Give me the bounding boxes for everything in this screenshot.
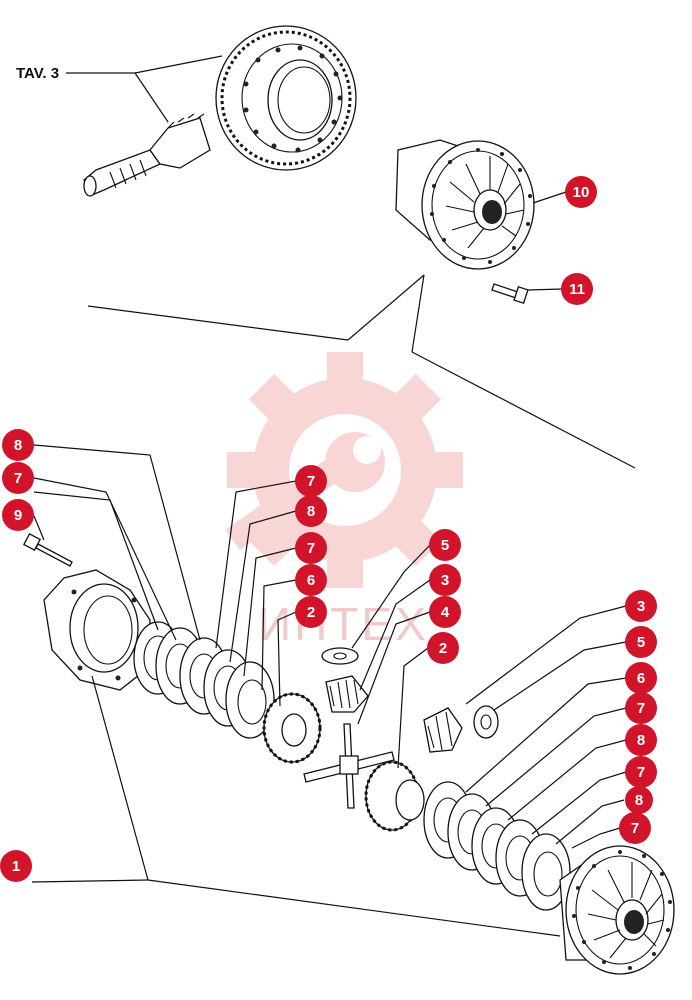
callout-2-center: 2 <box>295 596 327 628</box>
reference-label: TAV. 3 <box>16 65 59 82</box>
right-half-case <box>559 845 675 975</box>
callout-5-right: 5 <box>625 626 657 658</box>
callout-4: 4 <box>429 596 461 628</box>
svg-text:5: 5 <box>637 634 645 651</box>
callout-7-left: 7 <box>2 462 34 494</box>
reference-leader-lines <box>66 55 223 123</box>
callout-8-right-b: 8 <box>625 786 653 814</box>
svg-text:3: 3 <box>441 572 449 589</box>
callout-6-center: 6 <box>295 564 327 596</box>
callout-8-right-a: 8 <box>625 724 657 756</box>
svg-text:7: 7 <box>14 470 22 487</box>
right-side-gear <box>364 760 425 832</box>
right-disc-stack <box>423 781 571 911</box>
left-side-gear <box>262 692 322 764</box>
callout-2-right: 2 <box>427 632 459 664</box>
callout-7-center-a: 7 <box>295 465 327 497</box>
svg-text:7: 7 <box>307 540 315 557</box>
callout-8-left: 8 <box>2 429 34 461</box>
svg-text:6: 6 <box>307 572 315 589</box>
svg-text:8: 8 <box>307 503 315 520</box>
callout-8-center: 8 <box>295 495 327 527</box>
svg-text:10: 10 <box>573 184 590 201</box>
svg-text:8: 8 <box>635 792 643 809</box>
svg-text:7: 7 <box>631 820 639 837</box>
callout-7-right-c: 7 <box>619 812 651 844</box>
bolt-11 <box>491 283 529 305</box>
left-disc-stack <box>133 621 275 739</box>
callout-1: 1 <box>0 850 32 882</box>
left-half-case <box>43 569 151 691</box>
svg-text:7: 7 <box>307 473 315 490</box>
callout-9: 9 <box>2 499 34 531</box>
callout-11: 11 <box>561 273 593 305</box>
bolt-9 <box>23 533 73 567</box>
crown-wheel <box>215 25 357 171</box>
svg-text:7: 7 <box>637 764 645 781</box>
svg-text:5: 5 <box>441 537 449 554</box>
svg-text:2: 2 <box>439 640 447 657</box>
svg-text:8: 8 <box>637 732 645 749</box>
svg-text:6: 6 <box>637 670 645 687</box>
pinion-shaft <box>83 113 211 197</box>
watermark-logo <box>225 352 463 588</box>
callout-10: 10 <box>565 176 597 208</box>
svg-text:7: 7 <box>637 700 645 717</box>
callout-7-right-b: 7 <box>625 756 657 788</box>
callout-6-right: 6 <box>625 662 657 694</box>
callout-3-right: 3 <box>625 590 657 622</box>
callout-5-center: 5 <box>429 529 461 561</box>
svg-text:2: 2 <box>307 604 315 621</box>
assembly-guide-lines <box>87 274 636 469</box>
callout-3-center: 3 <box>429 564 461 596</box>
svg-text:11: 11 <box>569 281 585 298</box>
differential-housing-assembly <box>395 139 535 270</box>
right-planet-gear <box>423 705 499 753</box>
top-planet-gear <box>321 647 369 713</box>
cross-shaft <box>303 723 395 809</box>
svg-text:1: 1 <box>12 858 20 875</box>
svg-text:8: 8 <box>14 437 22 454</box>
callout-7-center-b: 7 <box>295 532 327 564</box>
callout-7-right-a: 7 <box>625 692 657 724</box>
svg-text:4: 4 <box>441 604 450 621</box>
leader-lines <box>31 191 627 937</box>
watermark-text: ИНТЕХ <box>258 598 429 650</box>
svg-text:3: 3 <box>637 598 645 615</box>
svg-text:9: 9 <box>14 507 22 524</box>
